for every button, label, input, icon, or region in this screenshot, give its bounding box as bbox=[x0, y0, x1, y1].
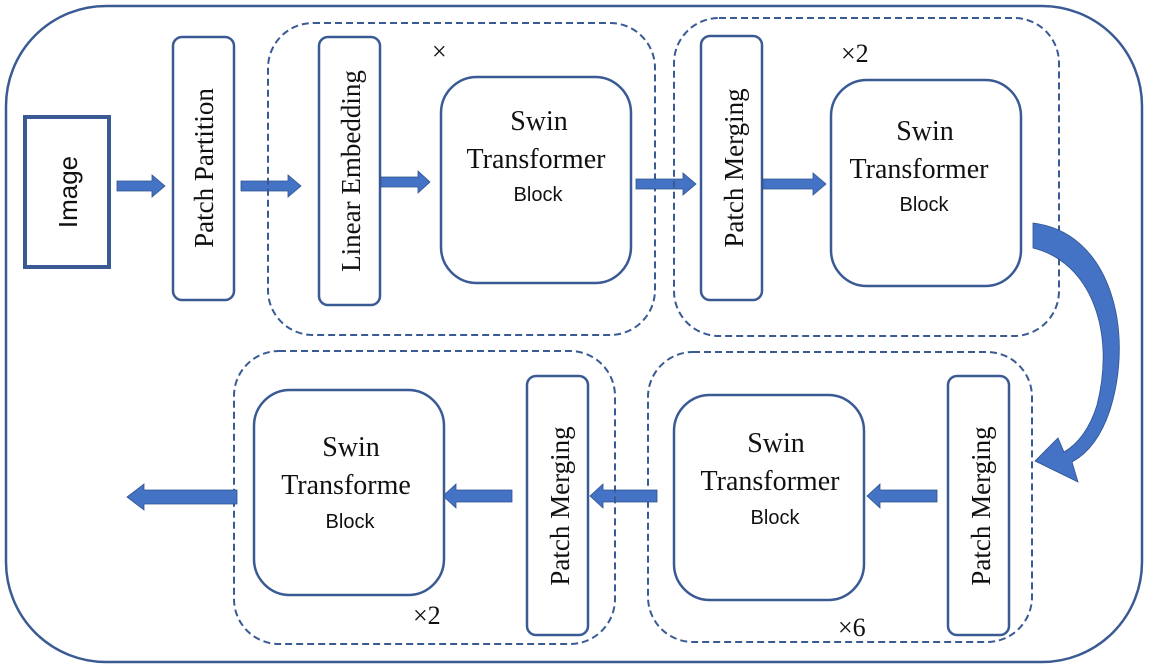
stage-3-dashed-frame bbox=[647, 351, 1033, 643]
swin-block-4 bbox=[252, 388, 446, 597]
swin-block-1-line2: Transformer bbox=[467, 144, 607, 175]
image-input-node: Image bbox=[23, 115, 111, 269]
swin-block-2 bbox=[829, 78, 1023, 288]
curved-arrow-down-icon bbox=[1032, 222, 1120, 483]
swin-block-1-line3: Block bbox=[514, 184, 564, 206]
arrow-right-icon bbox=[635, 172, 697, 196]
swin-block-3 bbox=[672, 393, 866, 602]
arrow-right-icon bbox=[116, 174, 166, 198]
output-arrow-left-icon bbox=[126, 483, 238, 511]
stage-2-dashed-frame bbox=[673, 17, 1060, 337]
outer-frame bbox=[4, 4, 1144, 664]
patch-merging-box-2 bbox=[946, 374, 1011, 637]
patch-partition-box bbox=[171, 35, 236, 302]
stage-1-repeat-count: × bbox=[432, 37, 447, 66]
stage-4-dashed-frame bbox=[233, 350, 616, 645]
stage-1-group: Linear Embedding Swin Transformer Block … bbox=[267, 22, 656, 336]
swin-block-2-line3: Block bbox=[900, 194, 950, 216]
arrow-left-icon bbox=[442, 483, 513, 509]
arrow-left-icon bbox=[589, 483, 658, 509]
stage-2-repeat-count: ×2 bbox=[841, 39, 869, 68]
linear-embedding-box bbox=[317, 35, 382, 307]
swin-block-4-line3: Block bbox=[326, 511, 376, 533]
patch-merging-label-2: Patch Merging bbox=[966, 426, 996, 585]
patch-merging-label-1: Patch Merging bbox=[719, 88, 749, 247]
arrow-right-icon bbox=[380, 170, 431, 194]
swin-block-4-line2: Transforme bbox=[281, 470, 411, 501]
stage-3-group: Patch Merging Swin Transformer Block ×6 bbox=[647, 351, 1033, 643]
swin-block-2-line2: Transformer bbox=[850, 154, 990, 185]
patch-merging-label-3: Patch Merging bbox=[545, 426, 575, 585]
patch-merging-box-1 bbox=[699, 34, 764, 302]
stage-2-group: Patch Merging Swin Transformer Block ×2 bbox=[673, 17, 1060, 337]
arrow-right-icon bbox=[762, 172, 827, 196]
stage-3-repeat-count: ×6 bbox=[838, 613, 866, 642]
linear-embedding-label: Linear Embedding bbox=[336, 70, 366, 272]
swin-block-1 bbox=[439, 75, 633, 285]
image-label: Image bbox=[53, 156, 83, 228]
swin-block-4-line1: Swin bbox=[322, 432, 380, 463]
swin-block-3-line2: Transformer bbox=[701, 466, 841, 497]
swin-block-2-line1: Swin bbox=[896, 116, 954, 147]
swin-block-1-line1: Swin bbox=[510, 106, 568, 137]
swin-block-3-line1: Swin bbox=[747, 428, 805, 459]
swin-block-3-line3: Block bbox=[751, 507, 801, 529]
image-box bbox=[23, 115, 111, 269]
patch-partition-node: Patch Partition bbox=[171, 35, 236, 302]
arrow-left-icon bbox=[866, 483, 938, 509]
arrow-right-icon bbox=[240, 174, 302, 198]
stage-4-repeat-count: ×2 bbox=[413, 601, 441, 630]
stage-4-group: Patch Merging Swin Transforme Block ×2 bbox=[233, 350, 616, 645]
patch-merging-box-3 bbox=[525, 374, 590, 637]
patch-partition-label: Patch Partition bbox=[189, 88, 219, 248]
